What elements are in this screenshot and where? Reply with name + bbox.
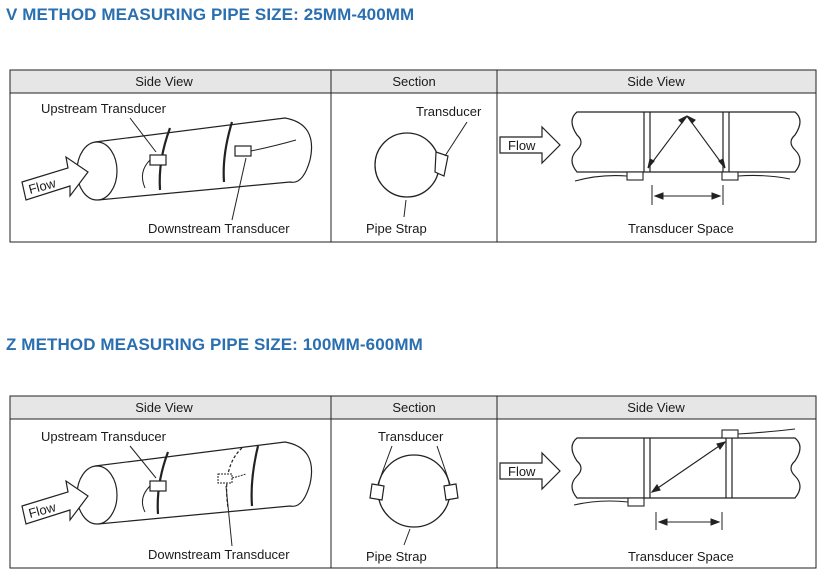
z-flow-arrow-right: Flow xyxy=(499,451,561,491)
v-method-title: V METHOD MEASURING PIPE SIZE: 25MM-400MM xyxy=(6,5,415,24)
v-transducer-label: Transducer xyxy=(416,104,482,119)
z-flow-arrow-left: Flow xyxy=(21,479,89,525)
z-downstream-label: Downstream Transducer xyxy=(148,547,290,562)
svg-text:Flow: Flow xyxy=(27,175,58,197)
v-upstream-label: Upstream Transducer xyxy=(41,101,167,116)
v-pipe-side xyxy=(571,111,801,173)
v-pipe-strap-leader xyxy=(403,199,407,218)
v-transducer-space-dimension xyxy=(651,185,724,205)
z-pipe-strap-leader xyxy=(403,528,411,546)
v-method-diagram-table: Side View Section Side View Flow Upstrea… xyxy=(9,69,817,243)
z-sound-path xyxy=(650,441,727,493)
v-upstream-transducer-body xyxy=(141,154,167,189)
z-header-side-view-right: Side View xyxy=(627,400,685,415)
v-upstream-leader xyxy=(129,117,157,153)
v-downstream-leader xyxy=(231,157,247,221)
z-header-section: Section xyxy=(392,400,435,415)
z-upstream-transducer-body xyxy=(141,480,167,513)
v-transducer-leader xyxy=(444,121,468,157)
z-right-transducers xyxy=(573,428,796,507)
v-downstream-label: Downstream Transducer xyxy=(148,221,290,236)
v-downstream-transducer-body xyxy=(234,139,297,157)
z-transducer-space-label: Transducer Space xyxy=(628,549,734,564)
z-header-side-view-left: Side View xyxy=(135,400,193,415)
v-section-transducer xyxy=(434,151,449,177)
v-flow-arrow-right: Flow xyxy=(499,125,561,165)
z-header-row xyxy=(9,395,817,420)
v-header-row xyxy=(9,69,817,94)
v-header-side-view-left: Side View xyxy=(135,74,193,89)
z-pipe-strap-label: Pipe Strap xyxy=(366,549,427,564)
z-transducer-space-dimension xyxy=(655,512,723,530)
z-upstream-leader xyxy=(129,445,157,479)
v-pipe-perspective xyxy=(76,117,313,201)
svg-text:Flow: Flow xyxy=(27,499,58,521)
z-downstream-leader xyxy=(225,485,233,547)
z-section-transducers xyxy=(369,483,459,501)
v-sound-path xyxy=(647,115,726,169)
z-method-diagram-table: Side View Section Side View Flow Upstrea… xyxy=(9,395,817,569)
v-flow-arrow-left: Flow xyxy=(21,155,89,201)
v-header-side-view-right: Side View xyxy=(627,74,685,89)
z-transducer-leader-left xyxy=(377,445,393,485)
v-pipe-section-circle xyxy=(374,132,440,198)
v-right-transducers xyxy=(574,171,791,182)
v-header-section: Section xyxy=(392,74,435,89)
z-pipe-side xyxy=(571,437,801,499)
z-transducer-leader-right xyxy=(436,445,451,485)
z-pipe-section-circle xyxy=(377,454,451,528)
v-pipe-strap-label: Pipe Strap xyxy=(366,221,427,236)
z-pipe-perspective xyxy=(76,441,313,525)
v-transducer-space-label: Transducer Space xyxy=(628,221,734,236)
z-upstream-label: Upstream Transducer xyxy=(41,429,167,444)
z-transducer-label: Transducer xyxy=(378,429,444,444)
svg-text:Flow: Flow xyxy=(508,464,536,479)
z-method-title: Z METHOD MEASURING PIPE SIZE: 100MM-600M… xyxy=(6,335,423,354)
z-downstream-transducer-body xyxy=(217,473,247,484)
svg-text:Flow: Flow xyxy=(508,138,536,153)
